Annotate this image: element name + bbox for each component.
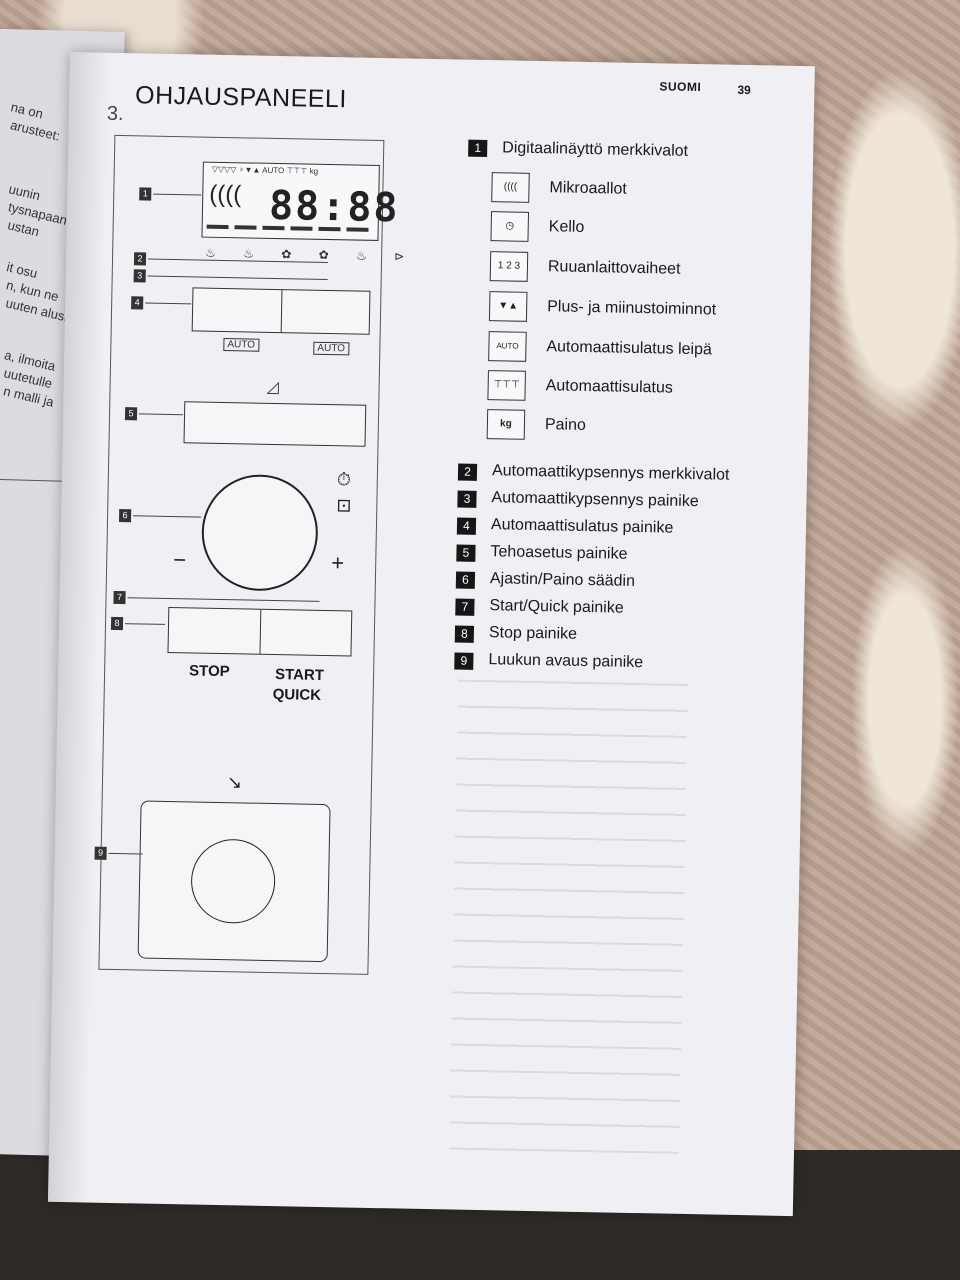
callout-marker: 1 xyxy=(139,187,152,201)
autocook-defrost-button-row xyxy=(191,287,371,335)
legend-number: 5 xyxy=(456,544,476,562)
section-title: OHJAUSPANEELI xyxy=(134,81,348,114)
door-button-circle xyxy=(190,838,276,925)
timer-weight-knob[interactable] xyxy=(200,473,319,592)
legend-label: Automaattikypsennys merkkivalot xyxy=(491,462,730,484)
callout-marker: 7 xyxy=(113,590,126,605)
page-number: 39 xyxy=(737,82,751,98)
left-page-text: arusteet: xyxy=(8,117,62,144)
header-language: SUOMI xyxy=(659,79,702,95)
minus-icon: − xyxy=(173,547,187,573)
legend-number: 7 xyxy=(455,598,475,616)
callout-marker: 5 xyxy=(124,407,138,421)
weight-icon: ⊡ xyxy=(336,495,352,516)
legend-number: 8 xyxy=(454,625,475,643)
legend-label: Luukun avaus painike xyxy=(488,651,644,672)
start-label: START xyxy=(274,666,325,684)
digital-display: ▽▽▽▽ ♀▼▲ AUTO ⊤⊤⊤ kg (((( 88:88 xyxy=(201,161,400,241)
power-button-face xyxy=(185,402,366,445)
callout-marker: 2 xyxy=(133,252,147,266)
legend-number: 2 xyxy=(457,463,478,481)
door-open-icon: ↘ xyxy=(226,772,243,793)
bread-defrost-indicator-icon: AUTO ⊤⊤⊤ xyxy=(488,331,527,379)
legend-sublabel: Automaattisulatus xyxy=(545,377,674,397)
plus-minus-indicator-icon: ▼▲ xyxy=(488,291,528,322)
legend-label: Digitaalinäyttö merkkivalot xyxy=(502,139,689,160)
legend-sublabel: Ruuanlaittovaiheet xyxy=(547,258,681,278)
callout-marker: 6 xyxy=(118,509,132,523)
legend-label: Automaattisulatus painike xyxy=(490,516,674,537)
weight-indicator-icon: kg xyxy=(486,409,526,440)
callout-marker: 8 xyxy=(110,616,124,631)
legend-number: 6 xyxy=(455,571,476,589)
legend-label: Automaattikypsennys painike xyxy=(491,489,699,511)
section-number: 3. xyxy=(106,102,124,126)
legend-sublabel: Automaattisulatus leipä xyxy=(546,338,713,359)
clock-icon: ⏱ xyxy=(336,469,352,490)
legend-sublabel: Kello xyxy=(548,218,585,236)
callout-marker: 9 xyxy=(94,846,107,860)
microwave-icon: (((( xyxy=(209,180,242,209)
power-icon: ◿ xyxy=(266,378,280,397)
legend-sublabel: Mikroaallot xyxy=(549,179,627,198)
stop-button[interactable] xyxy=(168,608,259,654)
start-quick-button[interactable] xyxy=(258,609,352,656)
autocook-button[interactable] xyxy=(193,288,281,332)
legend-sublabel: Plus- ja miinustoiminnot xyxy=(547,298,717,319)
legend-label: Ajastin/Paino säädin xyxy=(489,570,636,590)
display-digits: 88:88 xyxy=(268,182,400,232)
defrost-bread-icon: AUTO xyxy=(223,338,260,352)
legend-label: Start/Quick painike xyxy=(489,597,624,617)
display-indicator-icons: ▽▽▽▽ ♀▼▲ AUTO ⊤⊤⊤ kg xyxy=(211,164,319,176)
legend-label: Tehoasetus painike xyxy=(490,543,628,563)
door-open-button[interactable] xyxy=(137,800,331,963)
legend-number: 1 xyxy=(468,139,488,158)
defrost-indicator-icon: ⊤⊤⊤ xyxy=(487,370,526,401)
defrost-button[interactable] xyxy=(280,290,370,334)
legend-number: 4 xyxy=(456,517,477,535)
legend-label: Stop painike xyxy=(488,624,578,643)
stages-indicator-icon: 1 2 3 xyxy=(489,251,529,282)
stop-start-button-row xyxy=(167,606,353,657)
legend-number: 9 xyxy=(454,652,474,670)
power-button[interactable] xyxy=(183,401,367,447)
plus-icon: + xyxy=(331,550,345,576)
stop-label: STOP xyxy=(188,662,230,681)
callout-marker: 3 xyxy=(133,269,146,283)
manual-page: SUOMI 39 3. OHJAUSPANEELI ▽▽▽▽ ♀▼▲ AUTO … xyxy=(47,52,815,1217)
clock-indicator-icon: ◷ xyxy=(490,211,530,242)
legend-number: 3 xyxy=(457,490,477,508)
microwave-indicator-icon: (((( xyxy=(491,172,530,203)
quick-label: QUICK xyxy=(272,686,322,704)
defrost-icon: AUTO xyxy=(313,341,350,356)
legend-sublabel: Paino xyxy=(544,416,587,434)
show-through-text xyxy=(449,679,688,1154)
callout-marker: 4 xyxy=(131,296,144,310)
